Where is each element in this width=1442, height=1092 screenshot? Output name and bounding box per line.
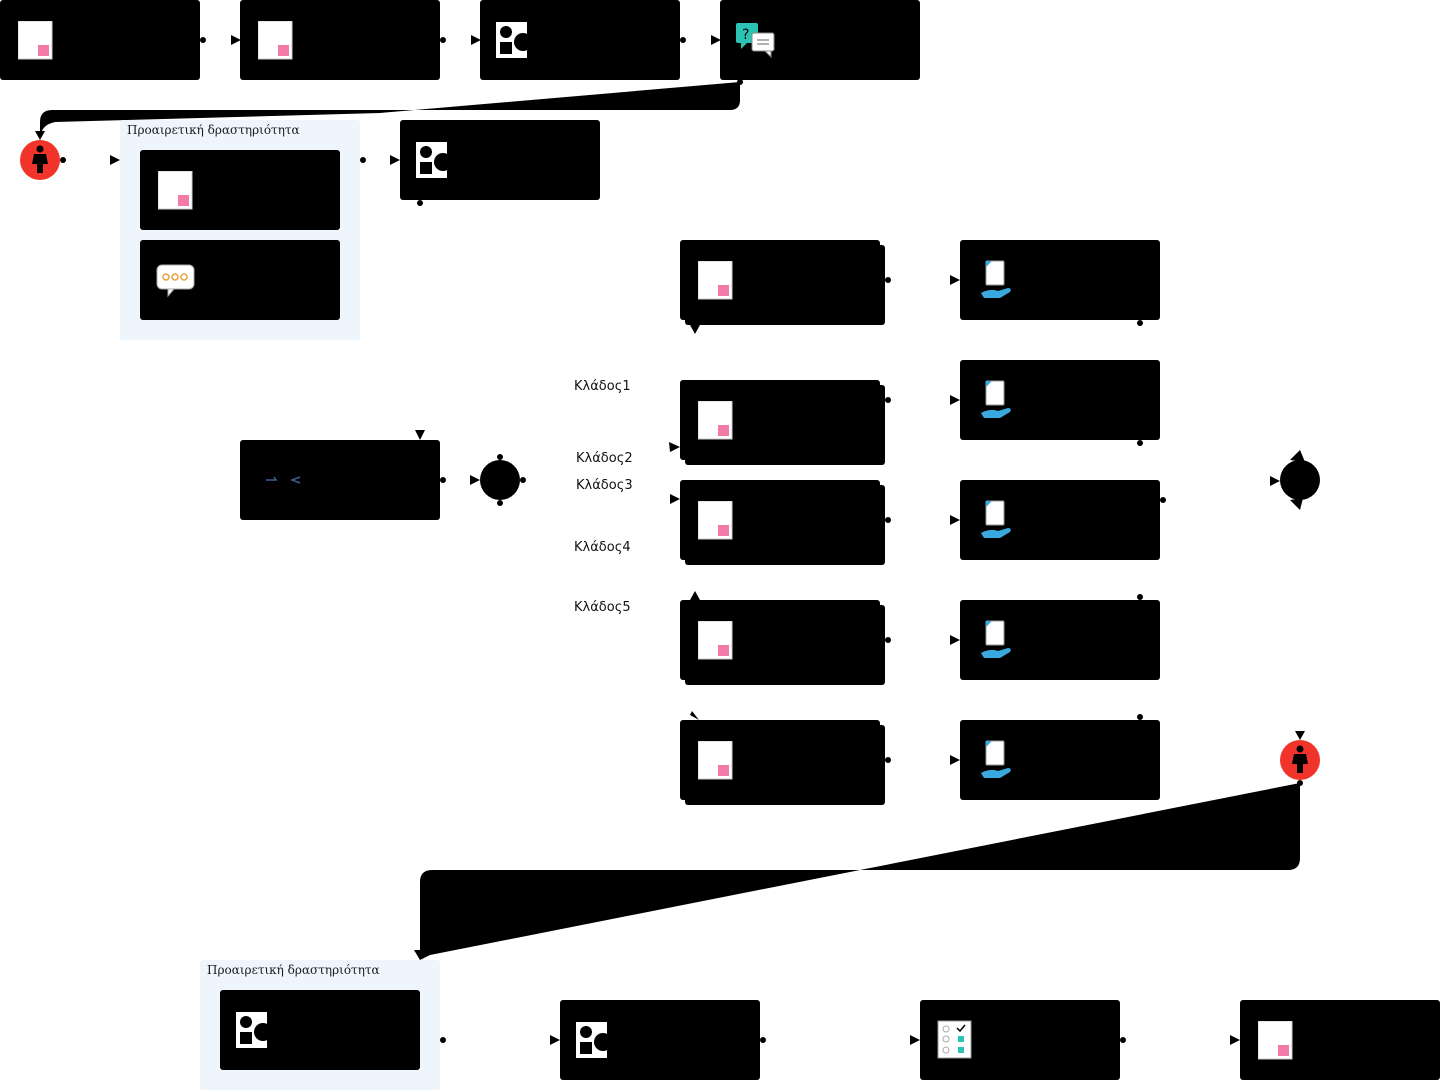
hand-document-icon	[981, 620, 1011, 658]
submit-activity-1[interactable]	[960, 240, 1160, 320]
optional-activity-group-1: Προαιρετική δραστηριότητα	[120, 120, 360, 340]
activity-checklist[interactable]	[920, 1000, 1120, 1080]
hand-document-icon	[981, 380, 1011, 418]
activity-page-1[interactable]	[0, 0, 200, 80]
shapes-icon	[576, 1022, 612, 1058]
svg-text:?: ?	[742, 27, 749, 43]
activity-shapes-4[interactable]	[560, 1000, 760, 1080]
branch-label-1: Κλάδος1	[574, 379, 631, 394]
hand-document-icon	[981, 740, 1011, 778]
document-page-icon	[698, 621, 733, 660]
group-title: Προαιρετική δραστηριότητα	[207, 963, 380, 977]
submit-activity-4[interactable]	[960, 600, 1160, 680]
activity-shapes-1[interactable]	[480, 0, 680, 80]
hand-document-icon	[981, 260, 1011, 298]
branch-activity-2[interactable]	[680, 380, 880, 460]
document-page-icon	[1258, 1021, 1293, 1060]
checklist-icon	[937, 1020, 972, 1059]
document-page-icon	[158, 171, 193, 210]
document-page-icon	[698, 261, 733, 300]
submit-activity-2[interactable]	[960, 360, 1160, 440]
branch-label-2: Κλάδος2	[576, 451, 633, 466]
branch-activity-4[interactable]	[680, 600, 880, 680]
branch-label-5: Κλάδος5	[574, 600, 631, 615]
document-page-icon	[258, 21, 293, 60]
activity-page-2[interactable]	[240, 0, 440, 80]
person-icon	[20, 140, 60, 180]
shapes-icon	[496, 22, 532, 58]
activity-grouping[interactable]	[240, 440, 440, 520]
branch-activity-3[interactable]	[680, 480, 880, 560]
activity-discussion[interactable]: ?	[720, 0, 920, 80]
optional-activity-group-2: Προαιρετική δραστηριότητα	[200, 960, 440, 1090]
question-chat-icon: ?	[736, 23, 775, 58]
document-page-icon	[698, 741, 733, 780]
grouping-icon	[266, 476, 301, 484]
activity-page-3[interactable]	[140, 150, 340, 230]
activity-shapes-3[interactable]	[220, 990, 420, 1070]
document-page-icon	[698, 401, 733, 440]
hand-document-icon	[981, 500, 1011, 538]
activity-shapes-2[interactable]	[400, 120, 600, 200]
document-page-icon	[698, 501, 733, 540]
branch-label-4: Κλάδος4	[574, 540, 631, 555]
submit-activity-5[interactable]	[960, 720, 1160, 800]
shapes-icon	[236, 1012, 272, 1048]
chat-bubble-icon	[156, 264, 195, 298]
shapes-icon	[416, 142, 452, 178]
branch-activity-5[interactable]	[680, 720, 880, 800]
person-icon	[1280, 740, 1320, 780]
submit-activity-3[interactable]	[960, 480, 1160, 560]
document-page-icon	[18, 21, 53, 60]
branch-label-3: Κλάδος3	[576, 478, 633, 493]
branch-activity-1[interactable]	[680, 240, 880, 320]
activity-chat[interactable]	[140, 240, 340, 320]
group-title: Προαιρετική δραστηριότητα	[127, 123, 300, 137]
activity-page-final[interactable]	[1240, 1000, 1440, 1080]
